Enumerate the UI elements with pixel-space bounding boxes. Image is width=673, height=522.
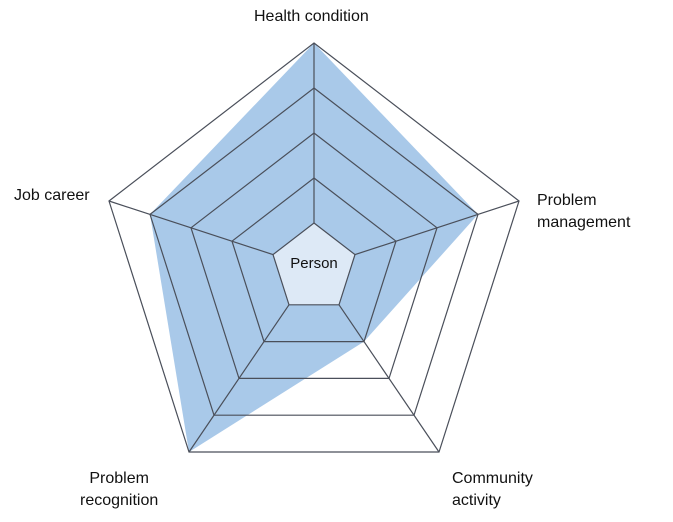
ring-4 bbox=[149, 87, 479, 416]
axis-label-text: Job career bbox=[14, 187, 90, 204]
axis-label-text: activity bbox=[452, 492, 501, 509]
axis-label-text: Community bbox=[452, 470, 533, 487]
axis-label-text: Health condition bbox=[254, 8, 369, 25]
ring-1 bbox=[272, 222, 356, 306]
center-label: Person bbox=[290, 255, 338, 272]
axis-label-community-activity: Community activity bbox=[452, 468, 533, 512]
ring-2 bbox=[231, 177, 397, 343]
axis-label-text: recognition bbox=[80, 492, 159, 509]
axis-label-problem-recognition: Problem recognition bbox=[80, 468, 158, 512]
center-pentagon bbox=[273, 223, 355, 305]
axis-label-health-condition: Health condition bbox=[254, 6, 369, 28]
axis-label-text: management bbox=[537, 214, 631, 231]
axis-label-text: Problem bbox=[89, 470, 149, 487]
axis-label-problem-management: Problem management bbox=[537, 190, 630, 234]
ring-5 bbox=[108, 42, 520, 453]
ring-3 bbox=[190, 132, 438, 379]
axis-label-text: Problem bbox=[537, 192, 597, 209]
axis-label-job-career: Job career bbox=[14, 185, 90, 207]
